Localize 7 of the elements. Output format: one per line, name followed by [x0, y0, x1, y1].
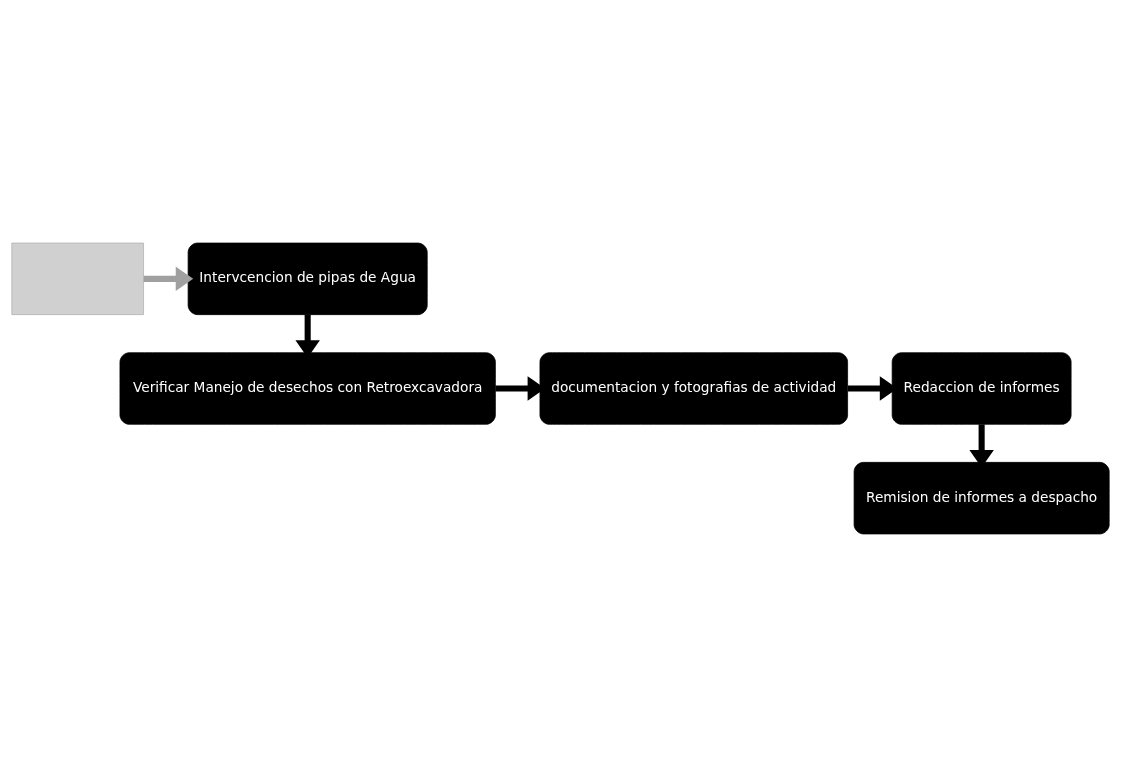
node-box: Intervcencion de pipas de Agua: [187, 242, 428, 315]
node-box: Verificar Manejo de desechos con Retroexcavadora: [119, 352, 496, 425]
node-box: documentacion y fotografias de actividad: [539, 352, 848, 425]
node-box: Redaccion de informes: [891, 352, 1072, 425]
node-box: Remision de informes a despacho: [853, 462, 1110, 535]
arrow: [143, 266, 194, 292]
node-box: [11, 242, 144, 315]
